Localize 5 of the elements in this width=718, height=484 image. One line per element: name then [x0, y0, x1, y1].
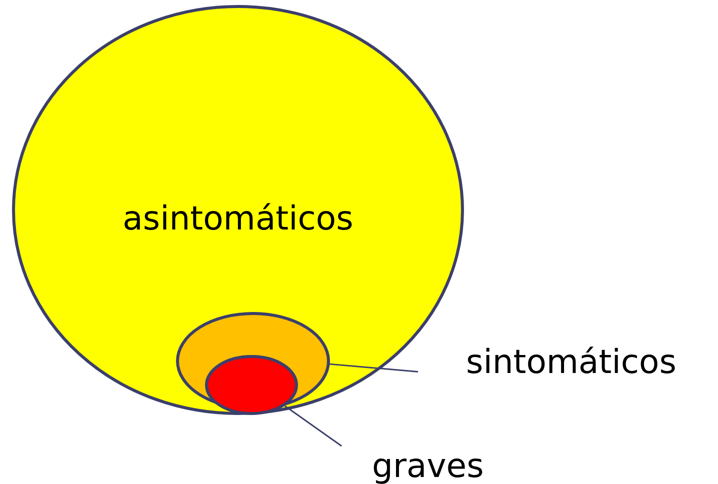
- callout-label: graves: [372, 446, 484, 484]
- leader-line: [328, 363, 418, 372]
- leader-line: [284, 405, 342, 447]
- callout-label: sintomáticos: [466, 342, 676, 381]
- region-label: asintomáticos: [122, 198, 354, 238]
